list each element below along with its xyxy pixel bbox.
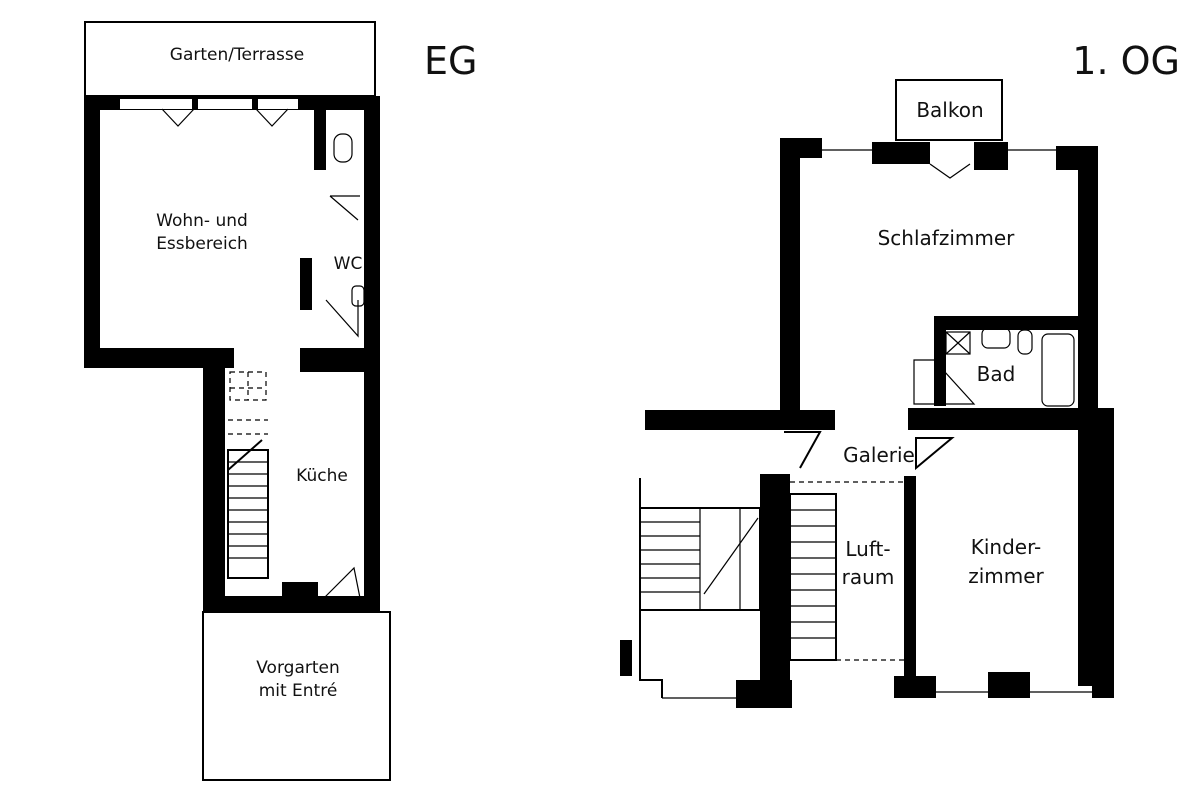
eg-floor-title: EG [424,39,477,83]
bathroom-label: Bad [977,362,1016,386]
childrens-room-label-line2: zimmer [968,564,1044,588]
og-windows [662,149,1092,699]
eg-walls [84,96,380,612]
eg-windows [120,99,298,127]
bathroom-fixtures [913,327,1075,407]
living-dining-label-line1: Wohn- und [156,211,248,231]
wc-label: WC [334,254,363,274]
void-label-line2: raum [842,565,895,589]
og-floor-title: 1. OG [1072,39,1180,83]
childrens-room-label-line1: Kinder- [971,535,1042,559]
void-label-line1: Luft- [845,537,890,561]
balcony-area [895,79,1003,141]
living-dining-label-line2: Essbereich [156,234,248,254]
balcony-label: Balkon [916,98,983,122]
garden-terrace-label: Garten/Terrasse [170,45,304,65]
front-garden-label-line1: Vorgarten [256,658,340,678]
bedroom-label: Schlafzimmer [878,226,1016,250]
og-floor-plan: Balkon Schlafzimmer Bad Galerie Luft- ra… [620,39,1180,708]
entrance-door [323,566,361,599]
front-garden-label-line2: mit Entré [259,681,338,701]
eg-floor-plan: Garten/Terrasse Wohn- und Essbereich WC … [84,21,477,781]
og-walls [620,138,1114,708]
og-staircase [639,431,904,698]
gallery-door [915,437,955,471]
eg-staircase [227,371,269,579]
wc-fixtures [325,133,365,338]
gallery-label: Galerie [843,443,915,467]
kitchen-label: Küche [296,466,348,486]
